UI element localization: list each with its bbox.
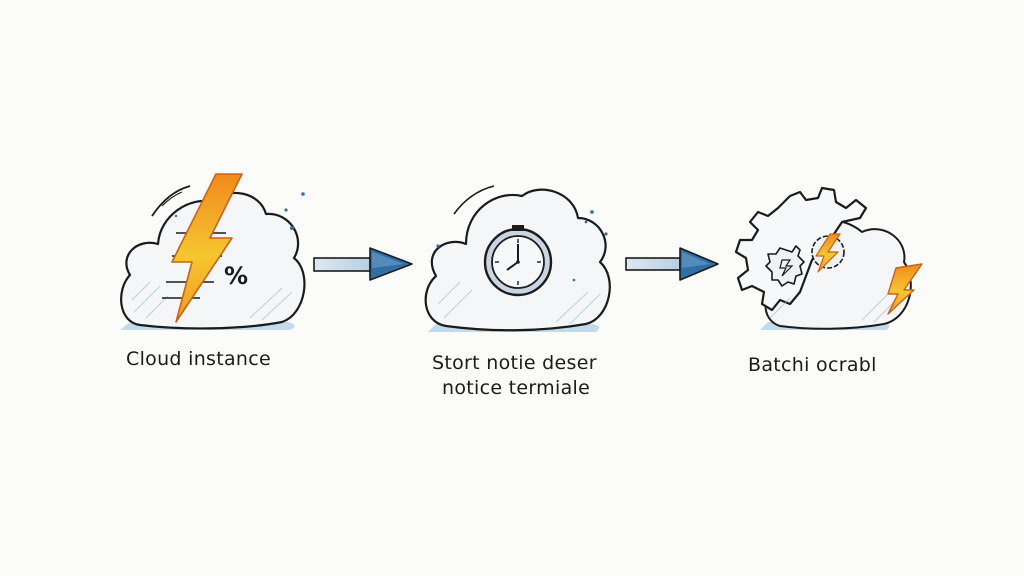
percent-symbol: % <box>224 262 248 290</box>
spark-dots <box>436 210 608 282</box>
step-label-cloud-instance: Cloud instance <box>126 348 272 370</box>
cloud-instance-node <box>120 173 306 330</box>
step-label-batch: Batchi ocrabl <box>748 354 877 376</box>
lightning-gear-icon <box>811 233 845 273</box>
side-lightning-icon <box>887 263 923 315</box>
motion-arc <box>161 191 183 207</box>
motion-arc <box>151 185 191 217</box>
spark-dots <box>174 192 305 230</box>
cloud-2-hatching <box>437 281 601 325</box>
clock-icon <box>483 225 553 297</box>
flow-arrow-2 <box>625 247 719 281</box>
lightning-bolt-icon <box>171 173 243 323</box>
motion-arc <box>453 185 495 215</box>
gear-icon <box>734 186 868 312</box>
termination-notice-node <box>424 185 611 332</box>
step-label-notice-line2: notice termiale <box>442 377 591 399</box>
batch-job-node <box>734 186 923 330</box>
flow-arrow-1 <box>313 247 413 281</box>
step-label-notice-line1: Stort notie deser <box>432 352 597 374</box>
cloud-1-hatching <box>131 281 293 321</box>
small-gear-icon <box>765 245 805 287</box>
